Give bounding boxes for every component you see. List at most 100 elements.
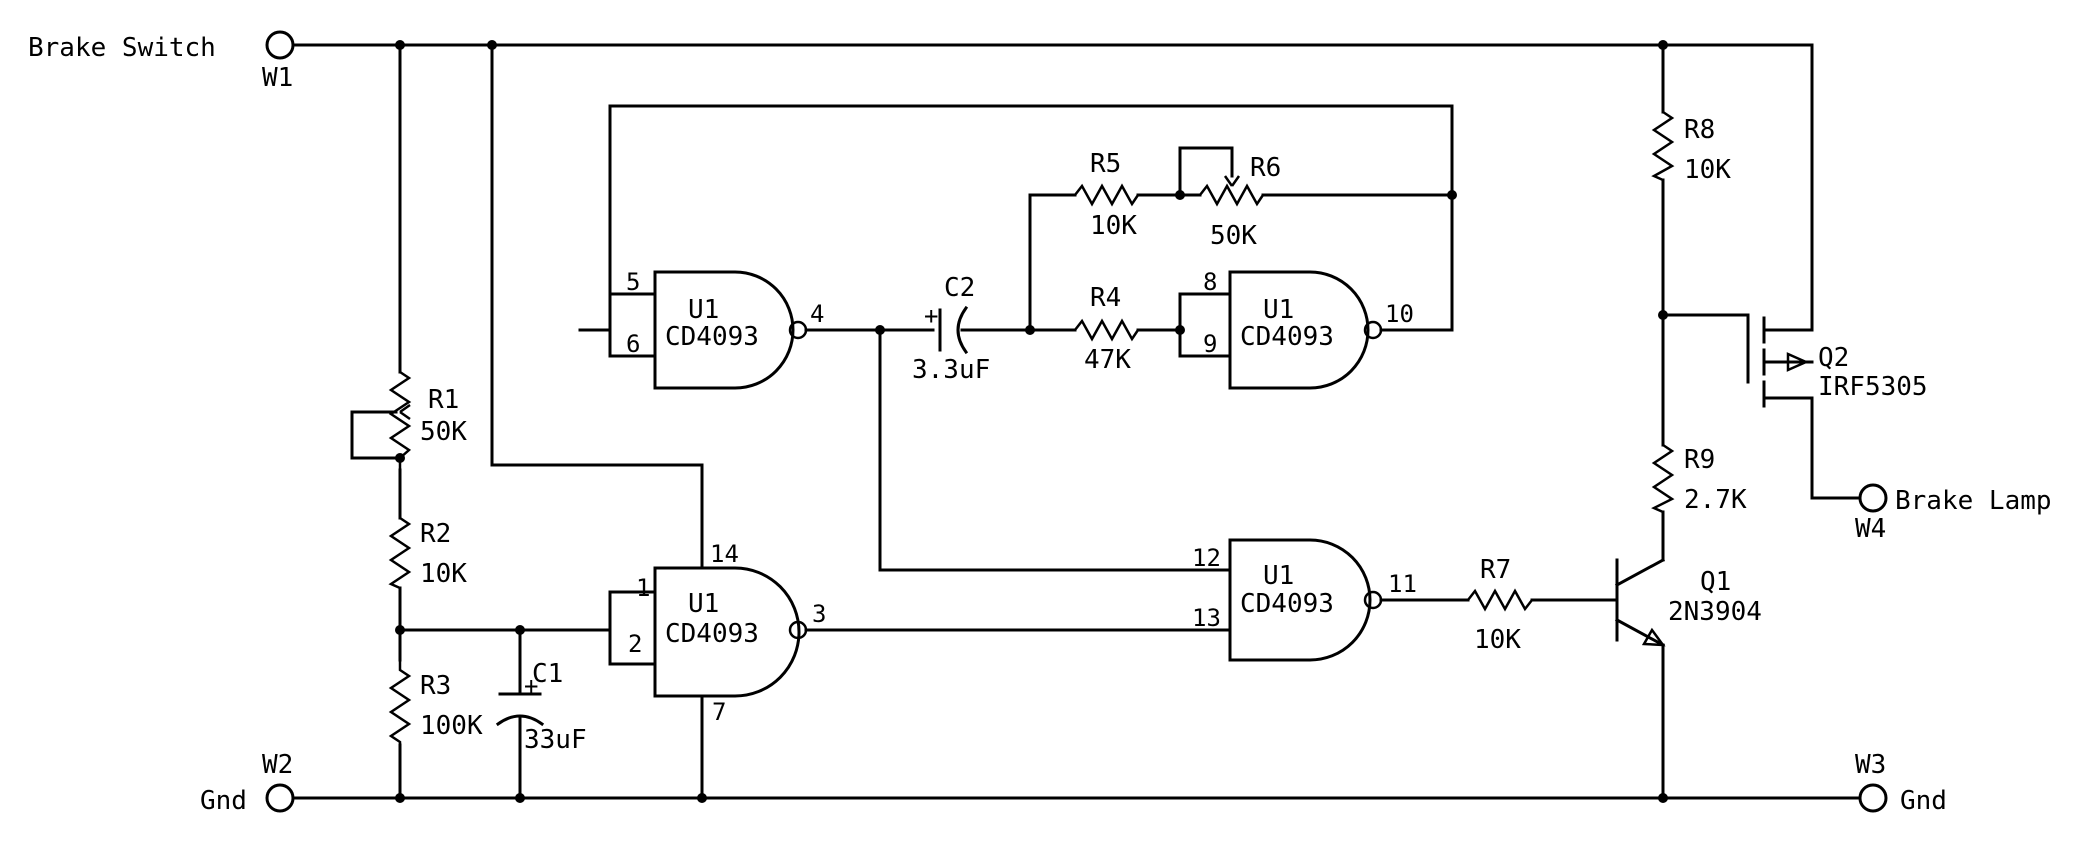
nand-gate-body bbox=[1228, 538, 1372, 662]
resistor-r7: R7 10K bbox=[1467, 555, 1533, 655]
pin-label: 2 bbox=[628, 630, 642, 658]
resistor-zigzag bbox=[388, 660, 412, 745]
junction-dot bbox=[1175, 190, 1185, 200]
gate-ref: U1 bbox=[688, 295, 719, 325]
junction-dot bbox=[1447, 190, 1457, 200]
resistor-r5: R5 10K bbox=[1074, 149, 1140, 241]
terminal-circle bbox=[265, 30, 295, 60]
wiper-arrow bbox=[1223, 175, 1241, 187]
resistor-value: 47K bbox=[1084, 345, 1131, 375]
terminal-circle bbox=[265, 783, 295, 813]
junction-dot bbox=[1025, 325, 1035, 335]
capacitor-value: 3.3uF bbox=[912, 355, 990, 385]
pin-label: 8 bbox=[1203, 268, 1217, 296]
capacitor-c2: + C2 3.3uF bbox=[912, 273, 990, 385]
resistor-zigzag bbox=[388, 516, 412, 590]
resistor-value: 100K bbox=[420, 711, 483, 741]
capacitor-c1: + C1 33uF bbox=[495, 659, 587, 755]
junction-dot bbox=[515, 625, 525, 635]
resistor-r2: R2 10K bbox=[388, 516, 467, 590]
junction-dot bbox=[395, 793, 405, 803]
wiper-arrow bbox=[399, 403, 411, 421]
resistor-r3: R3 100K bbox=[388, 660, 483, 745]
mosfet-arrow bbox=[1786, 352, 1810, 372]
pin-label: 7 bbox=[712, 698, 726, 726]
resistor-r1: R1 50K bbox=[388, 370, 467, 470]
terminal-label: Brake Switch bbox=[28, 33, 216, 63]
resistor-r9: R9 2.7K bbox=[1651, 443, 1747, 515]
capacitor-plate-curved bbox=[495, 714, 545, 727]
resistor-zigzag bbox=[1467, 588, 1533, 612]
junction-dot bbox=[487, 40, 497, 50]
gate-ref: U1 bbox=[1263, 295, 1294, 325]
resistor-ref: R1 bbox=[428, 385, 459, 415]
junction-dot bbox=[875, 325, 885, 335]
resistor-ref: R8 bbox=[1684, 115, 1715, 145]
resistor-value: 10K bbox=[1474, 625, 1521, 655]
resistor-value: 10K bbox=[1090, 211, 1137, 241]
resistor-ref: R9 bbox=[1684, 445, 1715, 475]
junction-dot bbox=[1175, 325, 1185, 335]
mosfet-leads bbox=[1762, 328, 1782, 400]
terminal-w4: Brake Lamp W4 bbox=[1855, 483, 2052, 544]
gate-part: CD4093 bbox=[665, 619, 759, 649]
nand-gate-d: U1 CD4093 12 13 11 bbox=[1192, 538, 1417, 662]
capacitor-ref: C2 bbox=[944, 273, 975, 303]
transistor-ref: Q1 bbox=[1700, 567, 1731, 597]
resistor-ref: R5 bbox=[1090, 149, 1121, 179]
resistor-value: 10K bbox=[1684, 155, 1731, 185]
pin-label: 10 bbox=[1385, 300, 1414, 328]
terminal-w1: Brake Switch W1 bbox=[28, 30, 295, 93]
resistor-zigzag bbox=[1199, 183, 1265, 207]
terminal-id: W2 bbox=[262, 750, 293, 780]
pin-label: 11 bbox=[1388, 570, 1417, 598]
inversion-bubble bbox=[788, 320, 808, 340]
inversion-bubble bbox=[1363, 590, 1383, 610]
gate-part: CD4093 bbox=[1240, 322, 1334, 352]
nand-gate-body bbox=[653, 270, 795, 390]
nand-gate-b: U1 CD4093 8 9 10 bbox=[1203, 268, 1414, 390]
terminal-label: Gnd bbox=[1900, 786, 1947, 816]
pin-label: 4 bbox=[810, 300, 824, 328]
terminal-circle bbox=[1858, 783, 1888, 813]
wires bbox=[291, 43, 1862, 800]
nand-gate-c: U1 CD4093 1 2 3 14 7 bbox=[628, 540, 826, 726]
junction-dot bbox=[1658, 793, 1668, 803]
gate-part: CD4093 bbox=[1240, 589, 1334, 619]
transistor-collector bbox=[1614, 557, 1666, 588]
junction-dot bbox=[395, 40, 405, 50]
resistor-r8: R8 10K bbox=[1651, 110, 1731, 185]
gate-part: CD4093 bbox=[665, 322, 759, 352]
resistor-zigzag bbox=[388, 370, 412, 470]
pin-label: 3 bbox=[812, 600, 826, 628]
transistor-part: 2N3904 bbox=[1668, 597, 1762, 627]
nand-gate-a: U1 CD4093 5 6 4 bbox=[626, 268, 824, 390]
junction-dots bbox=[395, 40, 1668, 803]
resistor-zigzag bbox=[1651, 110, 1675, 182]
terminal-w3: Gnd W3 bbox=[1855, 750, 1947, 816]
resistor-ref: R4 bbox=[1090, 283, 1121, 313]
junction-dot bbox=[1658, 310, 1668, 320]
transistor-emitter bbox=[1614, 617, 1666, 648]
pin-label: 5 bbox=[626, 268, 640, 296]
resistor-zigzag bbox=[1074, 318, 1140, 342]
junction-dot bbox=[395, 625, 405, 635]
inversion-bubble bbox=[1363, 320, 1383, 340]
gate-ref: U1 bbox=[1263, 561, 1294, 591]
pin-label: 9 bbox=[1203, 330, 1217, 358]
transistor-q2: Q2 IRF5305 bbox=[1746, 313, 1928, 408]
resistor-ref: R2 bbox=[420, 519, 451, 549]
resistor-ref: R3 bbox=[420, 671, 451, 701]
resistor-zigzag bbox=[1074, 183, 1140, 207]
emitter-arrow bbox=[1641, 627, 1666, 647]
pin-label: 6 bbox=[626, 330, 640, 358]
transistor-part: IRF5305 bbox=[1818, 372, 1928, 402]
pin-label: 14 bbox=[710, 540, 739, 568]
nand-gate-body bbox=[653, 566, 801, 698]
transistor-q1: Q1 2N3904 bbox=[1614, 557, 1762, 648]
terminal-id: W3 bbox=[1855, 750, 1886, 780]
resistor-value: 50K bbox=[420, 417, 467, 447]
junction-dot bbox=[515, 793, 525, 803]
resistor-ref: R6 bbox=[1250, 153, 1281, 183]
